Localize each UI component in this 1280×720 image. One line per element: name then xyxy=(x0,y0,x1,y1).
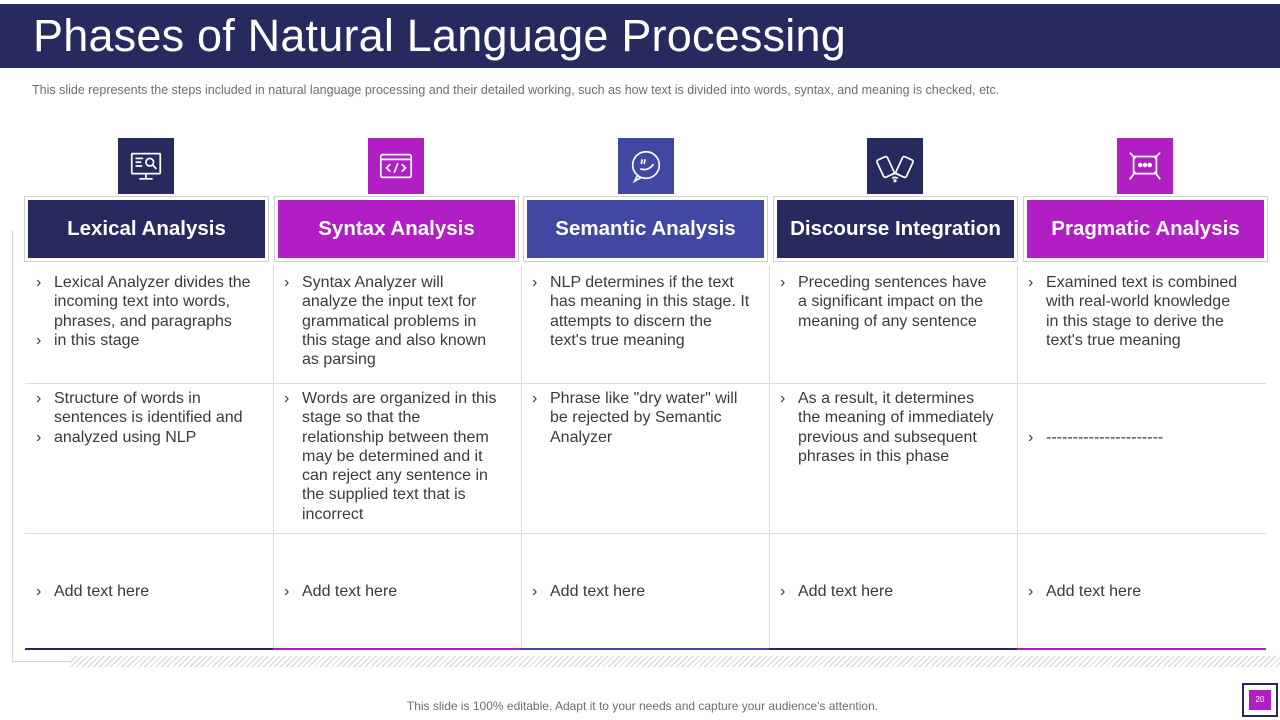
list-item: Examined text is combined with real-worl… xyxy=(1028,273,1246,350)
bottom-accent-line xyxy=(25,648,273,650)
devices-wifi-icon xyxy=(867,138,923,194)
column-divider xyxy=(1017,266,1018,648)
header-label: Discourse Integration xyxy=(777,200,1014,258)
header-label: Lexical Analysis xyxy=(28,200,265,258)
cell-semantic-row3: Add text here xyxy=(532,582,750,602)
header-pragmatic-analysis: Pragmatic Analysis xyxy=(1023,196,1268,262)
header-label: Semantic Analysis xyxy=(527,200,764,258)
row-divider xyxy=(25,533,1266,534)
row-divider xyxy=(25,383,1266,384)
chat-box-icon xyxy=(1117,138,1173,194)
cell-pragmatic-row3: Add text here xyxy=(1028,582,1246,602)
header-lexical-analysis: Lexical Analysis xyxy=(24,196,269,262)
footer-note: This slide is 100% editable. Adapt it to… xyxy=(406,699,879,713)
list-item: Syntax Analyzer will analyze the input t… xyxy=(284,273,502,369)
list-item: Lexical Analyzer divides the incoming te… xyxy=(36,273,254,331)
list-item: Add text here xyxy=(532,582,750,602)
header-discourse-integration: Discourse Integration xyxy=(773,196,1018,262)
list-item: Preceding sentences have a significant i… xyxy=(780,273,998,331)
monitor-search-icon xyxy=(118,138,174,194)
header-syntax-analysis: Syntax Analysis xyxy=(274,196,519,262)
list-item: Add text here xyxy=(1028,582,1246,602)
cell-lexical-row3: Add text here xyxy=(36,582,254,602)
list-item: Add text here xyxy=(284,582,502,602)
slide-subtitle: This slide represents the steps included… xyxy=(32,83,1000,97)
column-divider xyxy=(769,266,770,648)
code-window-icon xyxy=(368,138,424,194)
cell-pragmatic-row2: ---------------------- xyxy=(1028,428,1246,448)
header-label: Syntax Analysis xyxy=(278,200,515,258)
cell-pragmatic-row1: Examined text is combined with real-worl… xyxy=(1028,273,1246,350)
list-item: ---------------------- xyxy=(1028,428,1246,448)
cell-discourse-row1: Preceding sentences have a significant i… xyxy=(780,273,998,331)
list-item: Structure of words in sentences is ident… xyxy=(36,389,254,428)
cell-semantic-row1: NLP determines if the text has meaning i… xyxy=(532,273,750,350)
bottom-accent-line xyxy=(769,648,1017,650)
page-number: 20 xyxy=(1249,690,1271,710)
cell-semantic-row2: Phrase like "dry water" will be rejected… xyxy=(532,389,750,447)
hatch-shadow xyxy=(70,656,1280,667)
slide-title: Phases of Natural Language Processing xyxy=(33,10,846,61)
cell-lexical-row1: Lexical Analyzer divides the incoming te… xyxy=(36,273,254,350)
list-item: Words are organized in this stage so tha… xyxy=(284,389,502,524)
list-item: NLP determines if the text has meaning i… xyxy=(532,273,750,350)
header-semantic-analysis: Semantic Analysis xyxy=(523,196,768,262)
list-item: As a result, it determines the meaning o… xyxy=(780,389,998,466)
list-item: in this stage xyxy=(36,331,254,351)
list-item: analyzed using NLP xyxy=(36,428,254,448)
cell-discourse-row3: Add text here xyxy=(780,582,998,602)
bottom-accent-line xyxy=(521,648,769,650)
bottom-accent-line xyxy=(273,648,521,650)
column-divider xyxy=(273,266,274,648)
page-number-badge: 20 xyxy=(1242,683,1278,717)
cell-syntax-row1: Syntax Analyzer will analyze the input t… xyxy=(284,273,502,369)
bottom-accent-line xyxy=(1017,648,1266,650)
speech-bubble-icon xyxy=(618,138,674,194)
list-item: Add text here xyxy=(780,582,998,602)
cell-discourse-row2: As a result, it determines the meaning o… xyxy=(780,389,998,466)
cell-syntax-row2: Words are organized in this stage so tha… xyxy=(284,389,502,524)
cell-syntax-row3: Add text here xyxy=(284,582,502,602)
title-bar: Phases of Natural Language Processing xyxy=(0,4,1280,68)
list-item: Add text here xyxy=(36,582,254,602)
header-label: Pragmatic Analysis xyxy=(1027,200,1264,258)
cell-lexical-row2: Structure of words in sentences is ident… xyxy=(36,389,254,447)
column-divider xyxy=(521,266,522,648)
list-item: Phrase like "dry water" will be rejected… xyxy=(532,389,750,447)
